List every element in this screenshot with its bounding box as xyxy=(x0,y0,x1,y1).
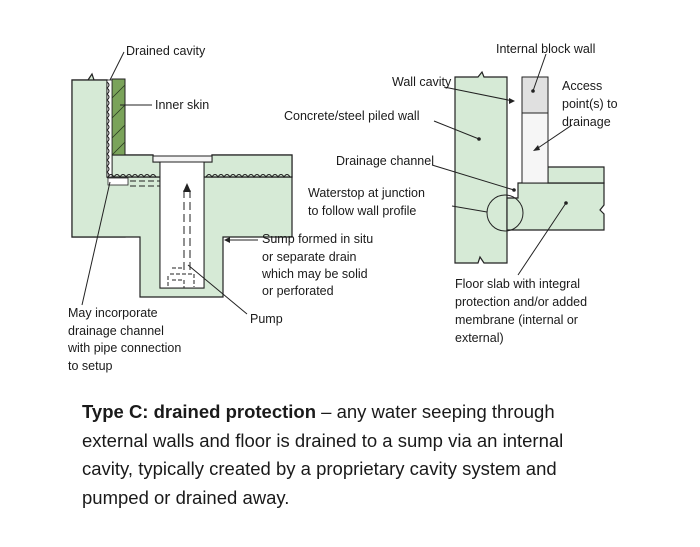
label-channel-3: with pipe connection xyxy=(67,341,181,355)
leader-lines-left xyxy=(81,51,258,315)
label-channel-2: drainage channel xyxy=(68,324,164,338)
pump-icon xyxy=(167,267,195,288)
discharge-pipe xyxy=(183,190,191,270)
piled-wall xyxy=(454,70,508,264)
right-section-drawing xyxy=(431,53,605,276)
label-piled-wall: Concrete/steel piled wall xyxy=(284,109,420,123)
label-floor-slab-2: protection and/or added xyxy=(455,295,587,309)
label-drainage-channel: Drainage channel xyxy=(336,154,434,168)
label-channel-1: May incorporate xyxy=(68,306,158,320)
access-point xyxy=(521,112,549,184)
label-pump: Pump xyxy=(250,312,283,326)
caption-line-4: pumped or drained away. xyxy=(82,487,289,508)
caption-line-2: external walls and floor is drained to a… xyxy=(82,430,563,451)
caption-line-3: cavity, typically created by a proprieta… xyxy=(82,458,557,479)
inner-skin-hatch xyxy=(111,84,126,156)
label-internal-block-wall: Internal block wall xyxy=(496,42,595,56)
drainage-channel xyxy=(107,177,129,186)
label-waterstop-2: to follow wall profile xyxy=(308,204,416,218)
screed-layer-right xyxy=(203,154,293,178)
label-floor-slab-1: Floor slab with integral xyxy=(455,277,580,291)
left-section-drawing xyxy=(71,51,293,315)
label-waterstop-1: Waterstop at junction xyxy=(308,186,425,200)
label-channel-4: to setup xyxy=(68,359,113,373)
floor-slab xyxy=(506,182,605,231)
label-wall-cavity: Wall cavity xyxy=(392,75,452,89)
cavity-membrane-wall xyxy=(106,81,110,179)
sump-interior xyxy=(159,161,205,289)
waterstop-circle xyxy=(486,194,524,232)
label-floor-slab-4: external) xyxy=(455,331,504,345)
label-floor-slab-3: membrane (internal or xyxy=(455,313,578,327)
label-inner-skin: Inner skin xyxy=(155,98,209,112)
caption-line-1: Type C: drained protection – any water s… xyxy=(82,401,555,422)
cavity-membrane-floor xyxy=(107,174,291,178)
caption-text-1: – any water seeping through xyxy=(316,401,555,422)
pipe-connection xyxy=(130,180,160,187)
sump-cover xyxy=(152,155,213,163)
internal-block-wall xyxy=(521,76,549,114)
floor-finish xyxy=(547,166,605,184)
leader-lines-right xyxy=(431,53,573,276)
label-sump-3: which may be solid xyxy=(261,267,368,281)
label-access-2: point(s) to xyxy=(562,97,618,111)
label-sump-1: Sump formed in situ xyxy=(262,232,373,246)
label-drained-cavity: Drained cavity xyxy=(126,44,206,58)
sump-arrow-icon xyxy=(224,237,230,243)
label-sump-4: or perforated xyxy=(262,284,334,298)
flow-arrow-icon xyxy=(183,183,191,192)
label-sump-2: or separate drain xyxy=(262,250,357,264)
label-access-3: drainage xyxy=(562,115,611,129)
label-access-1: Access xyxy=(562,79,602,93)
cavity-gap xyxy=(106,79,113,178)
caption-title: Type C: drained protection xyxy=(82,401,316,422)
